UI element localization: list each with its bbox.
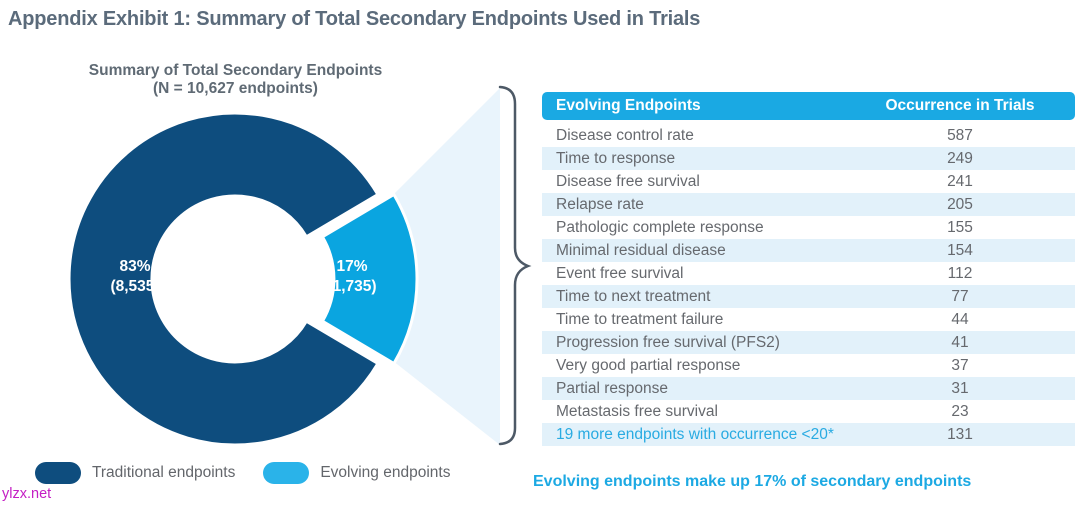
endpoint-name: Relapse rate xyxy=(556,195,644,213)
table-row: Pathologic complete response 155 xyxy=(542,216,1075,239)
endpoint-occurrence: 587 xyxy=(947,126,973,144)
endpoint-name: Disease control rate xyxy=(556,126,694,144)
table-row: Time to treatment failure 44 xyxy=(542,308,1075,331)
endpoint-name: Minimal residual disease xyxy=(556,241,726,259)
donut-chart-title-line1: Summary of Total Secondary Endpoints xyxy=(88,62,383,79)
endpoint-occurrence: 155 xyxy=(947,218,973,236)
table-row: Minimal residual disease 154 xyxy=(542,239,1075,262)
evolving-pct: 17% xyxy=(336,258,368,275)
donut-chart-title: Summary of Total Secondary Endpoints (N … xyxy=(63,62,408,98)
endpoint-occurrence: 131 xyxy=(947,425,973,443)
table-header-occurrence: Occurrence in Trials xyxy=(885,97,1035,114)
endpoint-name: Event free survival xyxy=(556,264,684,282)
evolving-endpoints-slice xyxy=(320,193,419,365)
endpoint-name: 19 more endpoints with occurrence <20* xyxy=(556,425,834,443)
endpoint-name: Time to response xyxy=(556,149,676,167)
traditional-pct: 83% xyxy=(119,258,151,275)
endpoint-occurrence: 37 xyxy=(951,356,969,374)
table-row: Time to response 249 xyxy=(542,147,1075,170)
legend: Traditional endpoints Evolving endpoints xyxy=(35,462,450,484)
endpoint-name: Time to next treatment xyxy=(556,287,711,305)
evolving-count: (1,735) xyxy=(327,278,377,295)
magnifier-beam xyxy=(388,88,500,445)
endpoint-name: Disease free survival xyxy=(556,172,700,190)
endpoint-occurrence: 77 xyxy=(951,287,969,305)
endpoint-occurrence: 41 xyxy=(951,333,969,351)
legend-item-evolving: Evolving endpoints xyxy=(263,462,450,484)
endpoint-occurrence: 44 xyxy=(951,310,969,328)
endpoint-occurrence: 249 xyxy=(947,149,973,167)
watermark: ylzx.net xyxy=(2,486,52,502)
endpoint-name: Time to treatment failure xyxy=(556,310,724,328)
traditional-legend-swatch xyxy=(35,462,81,484)
table-row: Relapse rate 205 xyxy=(542,193,1075,216)
table-row: Partial response 31 xyxy=(542,377,1075,400)
endpoint-occurrence: 241 xyxy=(947,172,973,190)
traditional-legend-label: Traditional endpoints xyxy=(92,464,236,481)
footnote-text: Evolving endpoints make up 17% of second… xyxy=(533,473,972,490)
table-header-row: Evolving Endpoints Occurrence in Trials xyxy=(542,92,1075,120)
evolving-legend-swatch xyxy=(263,462,310,484)
endpoint-occurrence: 112 xyxy=(947,264,973,282)
endpoint-name: Progression free survival (PFS2) xyxy=(556,333,780,351)
endpoint-occurrence: 154 xyxy=(947,241,973,259)
table-row: Disease free survival 241 xyxy=(542,170,1075,193)
table-row: Time to next treatment 77 xyxy=(542,285,1075,308)
endpoint-name: Pathologic complete response xyxy=(556,218,764,236)
endpoint-name: Partial response xyxy=(556,379,669,397)
evolving-endpoints-table: Evolving Endpoints Occurrence in Trials … xyxy=(542,92,1075,446)
curly-brace xyxy=(498,85,532,446)
table-row: Progression free survival (PFS2) 41 xyxy=(542,331,1075,354)
table-row: Event free survival 112 xyxy=(542,262,1075,285)
table-header-endpoints: Evolving Endpoints xyxy=(556,97,701,114)
table-row: Disease control rate 587 xyxy=(542,124,1075,147)
endpoint-name: Metastasis free survival xyxy=(556,402,718,420)
traditional-count: (8,535) xyxy=(110,278,160,295)
table-row: Metastasis free survival 23 xyxy=(542,400,1075,423)
table-row: 19 more endpoints with occurrence <20* 13… xyxy=(542,423,1075,446)
endpoint-occurrence: 31 xyxy=(951,379,969,397)
table-row: Very good partial response 37 xyxy=(542,354,1075,377)
evolving-slice-label: 17% (1,735) xyxy=(297,257,407,297)
endpoint-occurrence: 23 xyxy=(951,402,969,420)
legend-item-traditional: Traditional endpoints xyxy=(35,462,235,484)
donut-chart-title-line2: (N = 10,627 endpoints) xyxy=(153,80,318,97)
endpoint-name: Very good partial response xyxy=(556,356,741,374)
traditional-endpoints-slice xyxy=(67,111,380,447)
endpoint-occurrence: 205 xyxy=(947,195,973,213)
evolving-legend-label: Evolving endpoints xyxy=(320,464,451,481)
page-title: Appendix Exhibit 1: Summary of Total Sec… xyxy=(8,8,701,30)
traditional-slice-label: 83% (8,535) xyxy=(80,257,190,297)
